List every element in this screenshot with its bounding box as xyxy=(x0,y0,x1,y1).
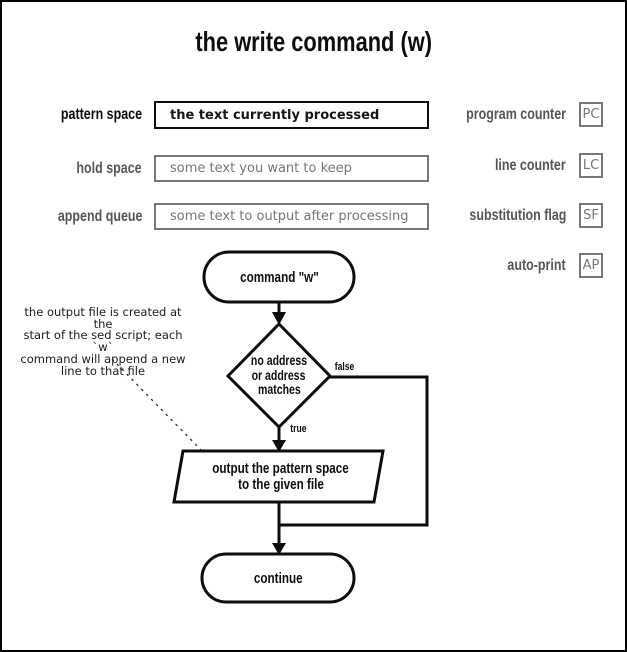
annotation-line: the output file is created at the xyxy=(24,305,182,331)
process-node-label: output the pattern space to the given fi… xyxy=(212,460,350,493)
annotation-line: line to that file xyxy=(60,363,146,378)
program-counter-box: PC xyxy=(579,102,603,127)
arrowhead-into-end xyxy=(272,543,286,555)
arrowhead-into-process xyxy=(272,440,286,452)
annotation-note: the output file is created at the start … xyxy=(17,305,189,378)
page-title: the write command (w) xyxy=(2,26,625,58)
connector-false-path xyxy=(279,375,429,527)
annotation-pointer-line xyxy=(111,358,204,453)
true-branch-label: true xyxy=(290,423,307,435)
process-node-shape xyxy=(172,449,385,504)
pattern-space-box: the text currently processed xyxy=(154,101,429,129)
annotation-line: start of the sed script; each `w` xyxy=(23,328,183,355)
line-counter-label: line counter xyxy=(495,156,566,174)
hold-space-box: some text you want to keep xyxy=(154,155,429,182)
decision-node-shape xyxy=(225,321,333,430)
line-counter-box: LC xyxy=(579,153,603,178)
auto-print-label: auto-print xyxy=(507,256,566,274)
decision-node-label: no address or address matches xyxy=(250,353,308,398)
append-queue-value: some text to output after processing xyxy=(170,209,409,224)
hold-space-value: some text you want to keep xyxy=(170,161,352,176)
page-title-text: the write command (w) xyxy=(195,26,432,57)
false-branch-label: false xyxy=(334,361,355,373)
start-node-shape xyxy=(202,250,356,304)
arrowhead-into-decision xyxy=(272,312,286,325)
end-node-label: continue xyxy=(253,569,303,587)
auto-print-box: AP xyxy=(579,253,603,278)
auto-print-abbr: AP xyxy=(582,258,600,273)
end-node-shape xyxy=(200,552,356,604)
substitution-flag-label: substitution flag xyxy=(468,206,566,224)
annotation-line: command will append a new xyxy=(20,351,186,366)
append-queue-label: append queue xyxy=(57,207,142,225)
program-counter-abbr: PC xyxy=(582,107,600,122)
substitution-flag-box: SF xyxy=(579,203,603,228)
substitution-flag-abbr: SF xyxy=(583,208,599,223)
program-counter-label: program counter xyxy=(466,105,566,123)
pattern-space-label: pattern space xyxy=(60,106,142,123)
append-queue-box: some text to output after processing xyxy=(154,203,429,230)
line-counter-abbr: LC xyxy=(582,158,600,173)
pattern-space-value: the text currently processed xyxy=(170,107,380,123)
hold-space-label: hold space xyxy=(76,159,142,177)
start-node-label: command "w" xyxy=(239,268,319,286)
